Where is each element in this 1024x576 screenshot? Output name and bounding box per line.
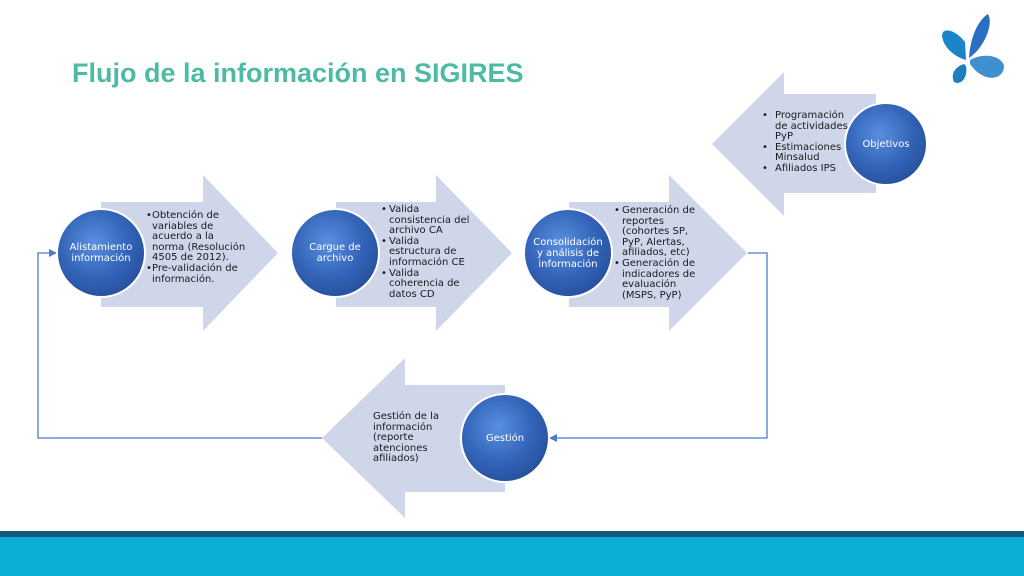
butterfly-logo-icon — [942, 14, 1004, 83]
list-item: Afiliados IPS — [758, 163, 854, 175]
footer-band-dark — [0, 531, 1024, 537]
list-item: Pre-validación de información. — [146, 263, 246, 285]
objetivos-label: Objetivos — [862, 138, 910, 150]
objetivos-bullets: Programación de actividades PyP Estimaci… — [758, 110, 854, 175]
list-item: Valida consistencia del archivo CA — [381, 204, 471, 237]
consolidacion-bullets: Generación de reportes (cohortes SP, PyP… — [614, 205, 702, 301]
circle-consolidacion — [523, 208, 613, 298]
step-label-cargue: Cargue de archivo — [309, 242, 361, 264]
circle-gestion — [460, 393, 550, 483]
step-label-consolidacion: Consolidación y análisis de información — [533, 236, 603, 270]
gestion-text: Gestión de la información (reporte atenc… — [373, 411, 440, 465]
list-item: Valida coherencia de datos CD — [381, 268, 471, 301]
circle-alistamiento — [56, 208, 146, 298]
alistamiento-bullets: Obtención de variables de acuerdo a la n… — [146, 210, 246, 285]
list-item: Programación de actividades PyP — [758, 110, 854, 143]
list-item: Obtención de variables de acuerdo a la n… — [146, 210, 246, 264]
gestion-label: Gestión — [485, 432, 525, 444]
list-item: Valida estructura de información CE — [381, 236, 471, 269]
step-label-alistamiento: Alistamiento información — [69, 242, 133, 264]
circle-cargue — [290, 208, 380, 298]
arrow-gestion — [322, 358, 505, 518]
footer-band-light — [0, 537, 1024, 576]
connector-gestion-to-alistamiento — [37, 249, 322, 439]
page-title: Flujo de la información en SIGIRES — [72, 58, 524, 88]
list-item: Generación de reportes (cohortes SP, PyP… — [614, 205, 702, 259]
cargue-bullets: Valida consistencia del archivo CA Valid… — [381, 204, 471, 301]
connector-consolidacion-to-gestion — [549, 252, 768, 442]
list-item: Estimaciones Minsalud — [758, 142, 854, 164]
list-item: Generación de indicadores de evaluación … — [614, 258, 702, 301]
